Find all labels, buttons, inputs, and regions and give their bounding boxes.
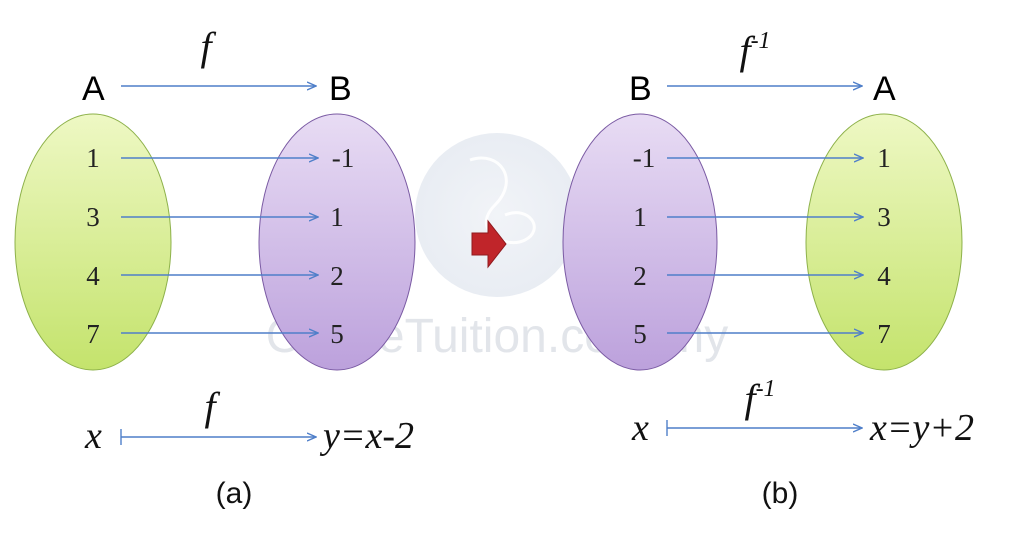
diagram-b-domain-element-4: 5	[633, 319, 647, 349]
diagram-a-codomain-element-2: 1	[330, 202, 344, 232]
diagram-a-codomain-name: B	[329, 70, 352, 108]
diagram-b-domain-element-3: 2	[633, 261, 647, 291]
diagram-a: A B f 1 3 4 7 -1 1 2 5 f x y=x-2 (a)	[14, 24, 416, 510]
diagram-b-codomain-element-2: 3	[877, 202, 891, 232]
diagram-b-rule-function-label: f-1	[744, 376, 775, 421]
diagram-a-caption: (a)	[216, 477, 253, 510]
diagram-a-domain-element-4: 7	[86, 319, 100, 349]
diagram-a-rule-input: x	[84, 415, 102, 457]
set-b-oval	[258, 113, 416, 371]
diagram-b-rule-output: x=y+2	[869, 407, 974, 449]
diagram-b-codomain-element-1: 1	[877, 143, 891, 173]
diagram-a-codomain-element-1: -1	[332, 143, 355, 173]
diagram-a-rule-function-label: f	[204, 384, 220, 429]
diagram-a-domain-element-2: 3	[86, 202, 100, 232]
diagram-a-function-label: f	[200, 24, 216, 69]
diagram-b-caption: (b)	[762, 477, 799, 510]
transition-arrow-icon	[471, 219, 507, 269]
diagram-b-rule-function-superscript: -1	[756, 376, 776, 402]
diagram-a-domain-name: A	[82, 70, 105, 108]
diagram-b-function-label: f-1	[739, 28, 770, 73]
diagram-a-domain-element-3: 4	[86, 261, 100, 291]
diagram-b-domain-name: B	[629, 70, 652, 108]
diagram-a-rule-output: y=x-2	[319, 415, 414, 457]
watermark-logo-icon	[415, 133, 579, 297]
diagram-a-codomain-element-3: 2	[330, 261, 344, 291]
diagram-b: B A f-1 -1 1 2 5 1 3 4 7 f-1 x x=y+2 (b)	[562, 28, 974, 510]
diagram-b-domain-element-1: -1	[633, 143, 656, 173]
set-a-oval-inverse	[805, 113, 963, 371]
diagram-b-codomain-name: A	[873, 70, 896, 108]
set-b-oval-inverse	[562, 113, 718, 371]
diagram-b-codomain-element-3: 4	[877, 261, 891, 291]
diagram-b-domain-element-2: 1	[633, 202, 647, 232]
diagram-b-codomain-element-4: 7	[877, 319, 891, 349]
diagram-b-rule-input: x	[631, 407, 649, 449]
set-a-oval	[14, 113, 172, 371]
diagram-a-domain-element-1: 1	[86, 143, 100, 173]
diagram-a-codomain-element-4: 5	[330, 319, 344, 349]
diagram-b-function-superscript: -1	[751, 28, 771, 54]
